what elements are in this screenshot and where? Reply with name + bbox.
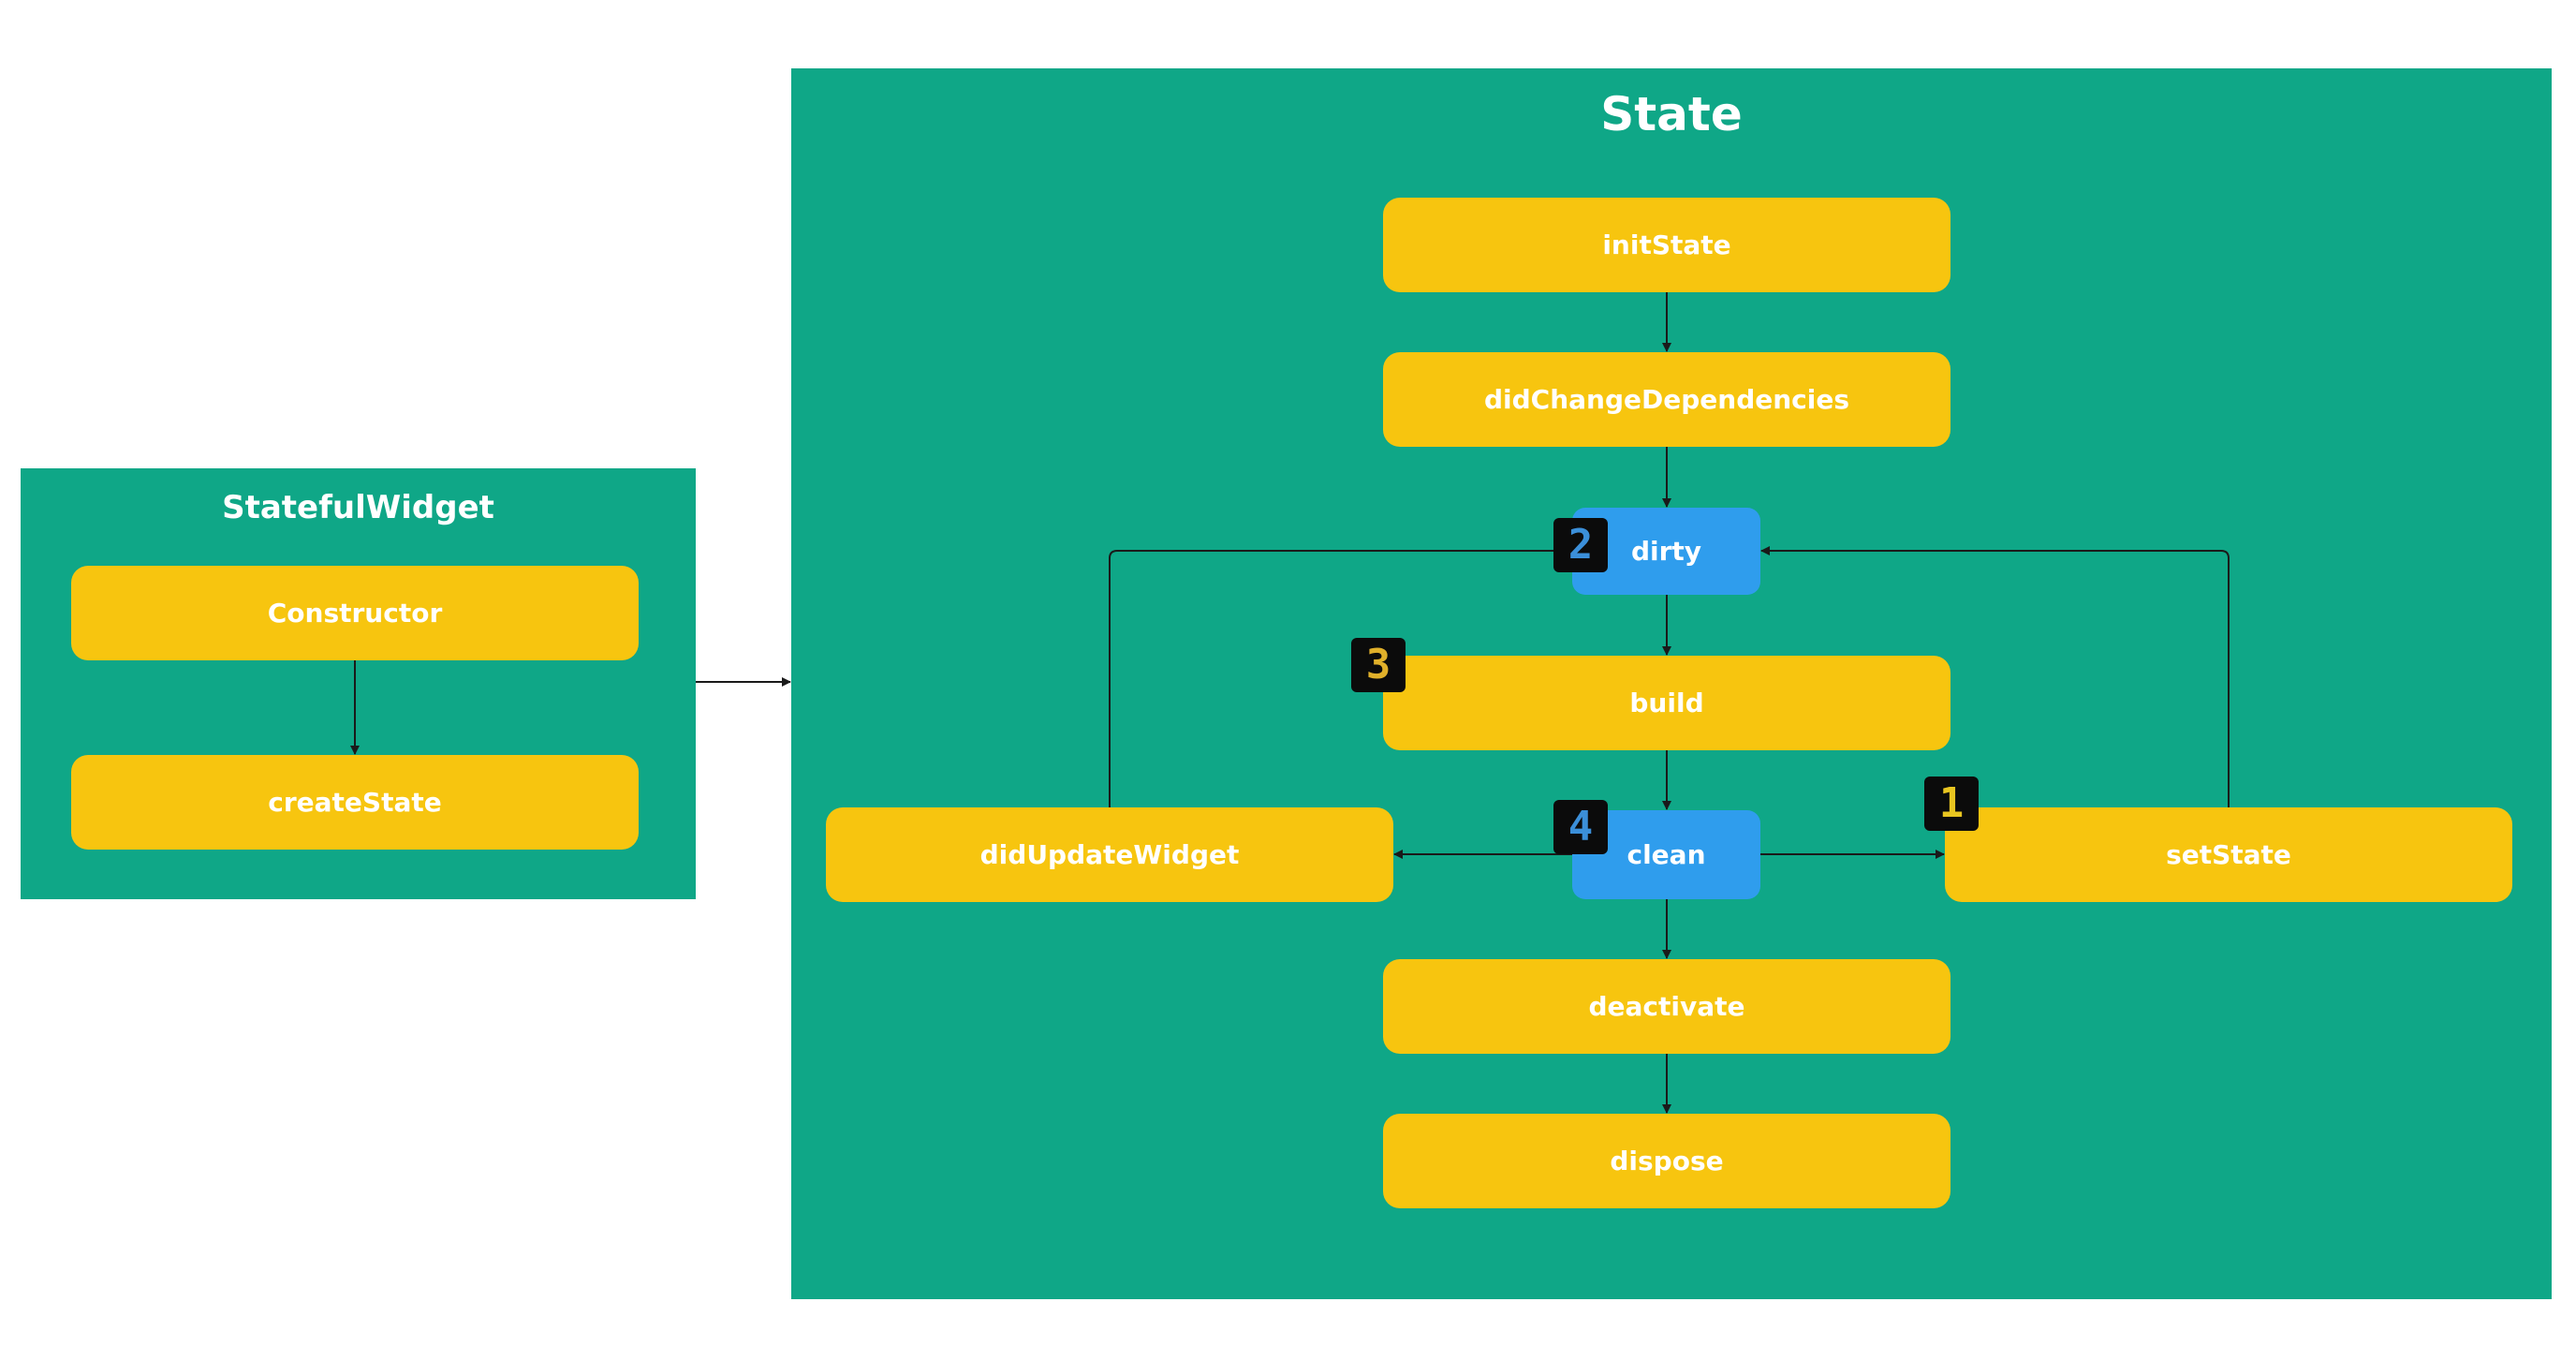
did-change-dependencies-node[interactable]: didChangeDependencies bbox=[1383, 352, 1950, 447]
badge-4: 4 bbox=[1553, 800, 1608, 854]
set-state-node[interactable]: setState bbox=[1945, 807, 2512, 902]
build-node[interactable]: build bbox=[1383, 656, 1950, 750]
create-state-node[interactable]: createState bbox=[71, 755, 639, 850]
constructor-node[interactable]: Constructor bbox=[71, 566, 639, 660]
dispose-node[interactable]: dispose bbox=[1383, 1114, 1950, 1208]
badge-2: 2 bbox=[1553, 518, 1608, 572]
state-title: State bbox=[1600, 87, 1743, 141]
did-update-widget-node[interactable]: didUpdateWidget bbox=[826, 807, 1393, 902]
init-state-node[interactable]: initState bbox=[1383, 198, 1950, 292]
deactivate-node[interactable]: deactivate bbox=[1383, 959, 1950, 1054]
badge-1: 1 bbox=[1924, 777, 1979, 831]
stateful-widget-title: StatefulWidget bbox=[222, 489, 494, 526]
badge-3: 3 bbox=[1351, 638, 1406, 692]
